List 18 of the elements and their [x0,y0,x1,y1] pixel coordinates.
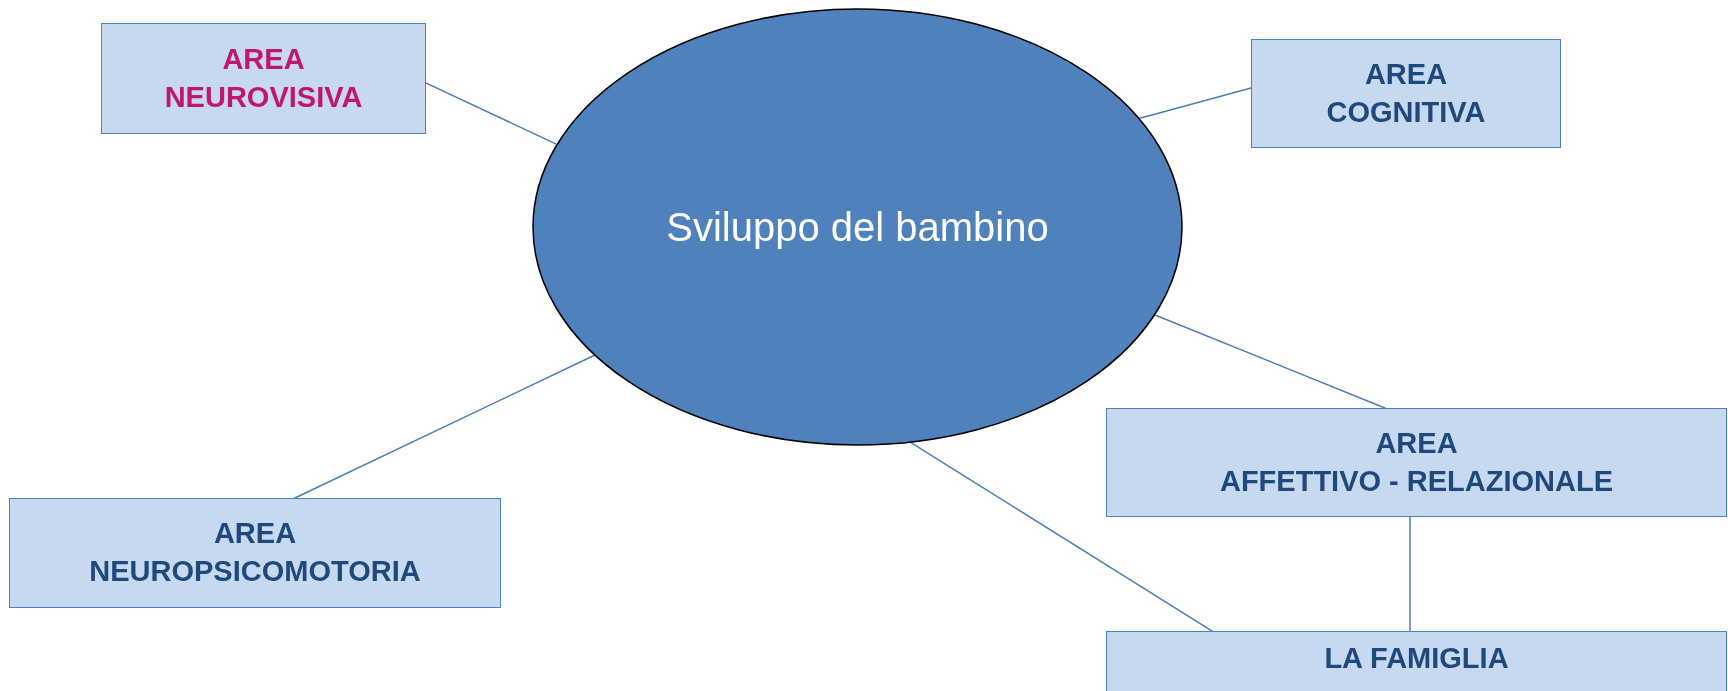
node-label: AREA NEUROVISIVA [164,41,363,115]
area-box [1106,408,1727,517]
node-label: Sviluppo del bambino [666,204,1049,250]
connector-line [1139,87,1252,120]
topic-ellipse [532,8,1183,446]
node-label: AREA AFFETTIVO - RELAZIONALE [1219,425,1614,499]
connector-line [424,82,558,145]
area-box [9,498,501,608]
node-label: AREA COGNITIVA [1326,56,1486,130]
connector-line [1154,314,1387,409]
area-box [1251,39,1561,148]
connector-line [910,442,1214,633]
area-box [1106,631,1727,691]
connector-line [293,354,596,500]
area-box [101,23,426,134]
connector-line [1409,516,1411,632]
node-label: AREA NEUROPSICOMOTORIA [89,516,421,589]
node-label: LA FAMIGLIA [1324,641,1509,676]
